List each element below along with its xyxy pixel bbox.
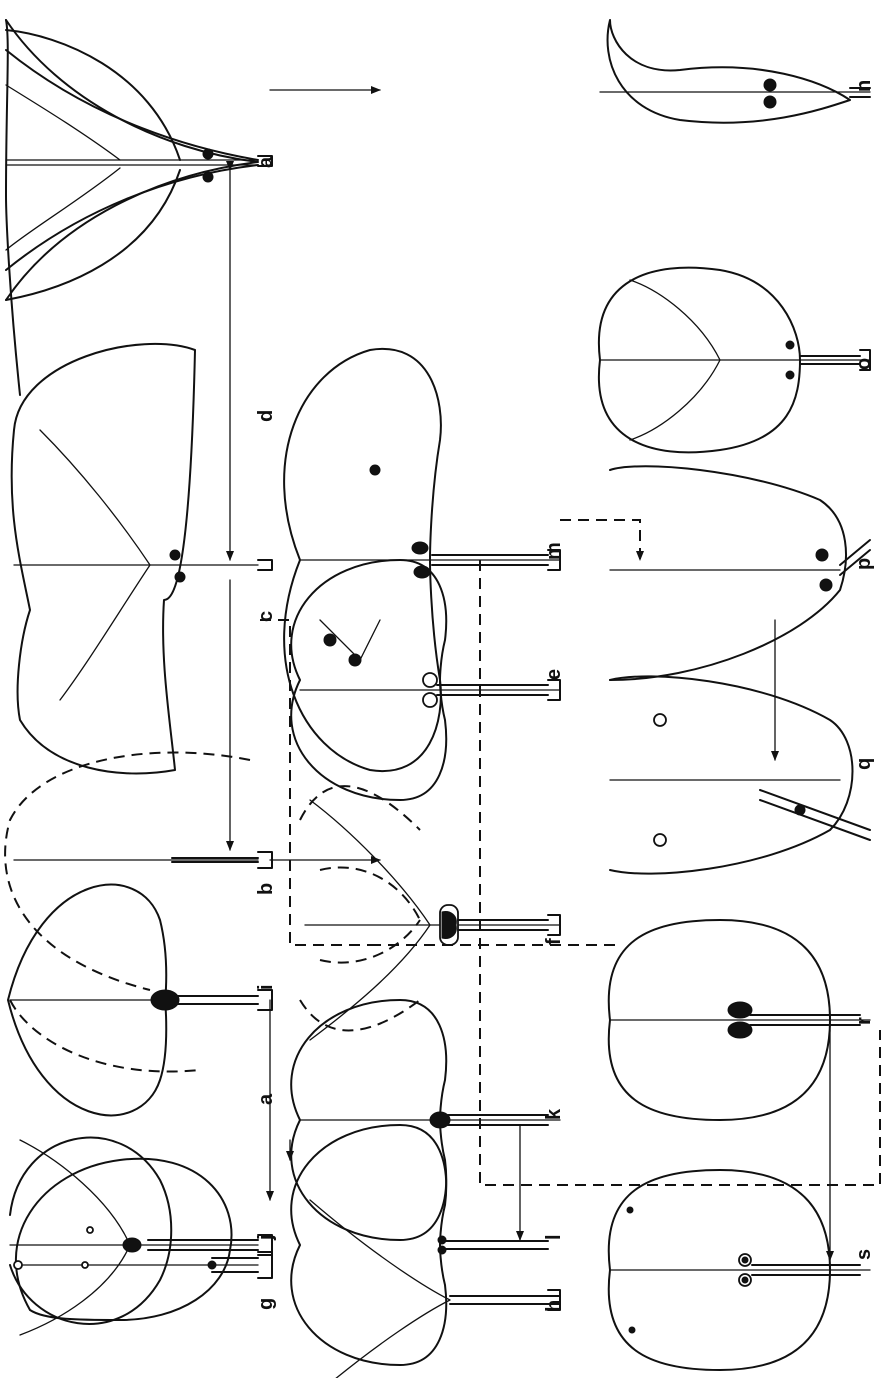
leaf-b (6, 20, 258, 395)
leaf-s (609, 1170, 870, 1370)
label-q: q (853, 758, 875, 770)
label-m: m (543, 542, 565, 560)
panel-labels: a b c d e f g h i j k l m n o p q r s (255, 80, 875, 1312)
label-a: a (255, 156, 277, 168)
leaf-l (291, 1125, 548, 1365)
leaf-n (600, 20, 870, 123)
label-d: d (255, 410, 277, 422)
label-b: b (255, 883, 277, 895)
leaf-f (300, 786, 560, 1040)
label-g: g (255, 1298, 277, 1310)
label-e: e (543, 669, 565, 680)
leaf-j (10, 1138, 272, 1335)
leaf-i (8, 885, 272, 1116)
leaf-e (291, 560, 560, 800)
leaf-q (610, 676, 870, 873)
label-r: r (853, 1017, 875, 1025)
leaf-d (5, 753, 272, 1072)
leaf-o (599, 268, 870, 453)
label-f: f (543, 938, 565, 945)
leaf-p (610, 466, 870, 680)
label-s: s (853, 1249, 875, 1260)
leaf-m (284, 349, 560, 771)
label-l: l (543, 1234, 565, 1240)
leaf-c (12, 344, 272, 774)
leaf-r (609, 920, 870, 1120)
label-p: p (853, 558, 875, 570)
leaf-h (310, 1200, 560, 1378)
leaf-a (6, 20, 272, 300)
label-n: n (853, 80, 875, 92)
label-a-bottom: a (255, 1093, 277, 1105)
